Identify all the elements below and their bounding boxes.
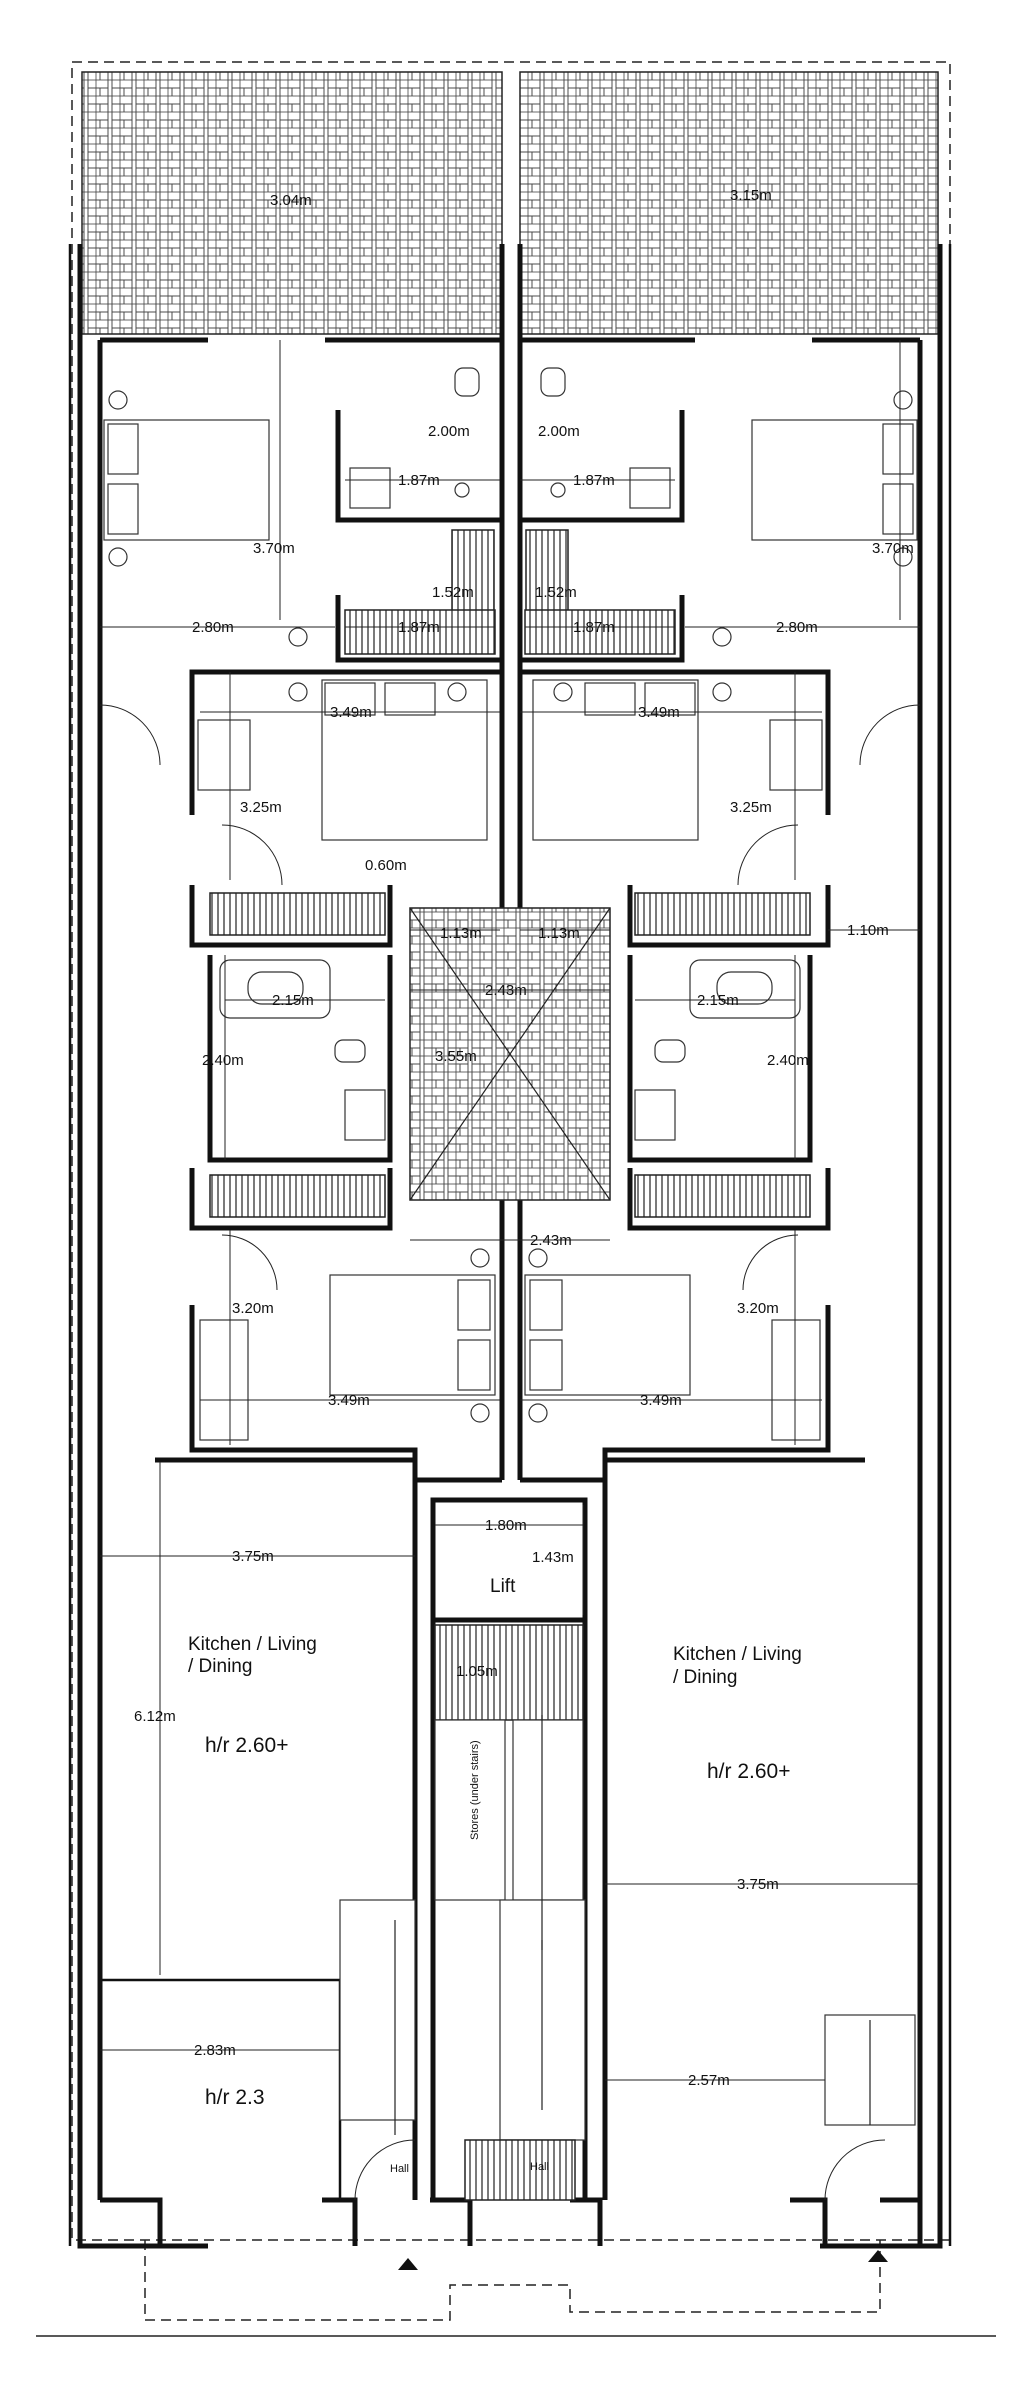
- left-hall-label: Hall: [390, 2163, 409, 2175]
- light-shaft: [409, 907, 611, 1201]
- wardrobe-low-right: [634, 1174, 811, 1218]
- lift-shaft: [430, 1497, 588, 1623]
- stair-left-unit: [339, 1899, 416, 2135]
- ensuite-left-width: 2.00m: [428, 423, 470, 440]
- left-kitchen-label-1: Kitchen / Living: [188, 1634, 317, 1655]
- left-unit-width: 3.75m: [232, 1548, 274, 1565]
- main-bedroom-left-depth: 3.25m: [240, 799, 282, 816]
- right-unit-width: 3.75m: [737, 1876, 779, 1893]
- back-bedroom-left-width: 2.80m: [192, 619, 234, 636]
- bed-back-left: [103, 390, 270, 567]
- outer-walls: [68, 244, 952, 2249]
- left-kitchen-label-2: / Dining: [188, 1656, 252, 1677]
- front-bedroom-right-depth: 3.20m: [737, 1300, 779, 1317]
- wardrobe-upper-left-width: 1.87m: [398, 619, 440, 636]
- front-bedroom-left-width: 3.49m: [328, 1392, 370, 1409]
- wardrobe-mid-right: [634, 892, 811, 936]
- shaft-width-bottom: 2.43m: [530, 1232, 572, 1249]
- ensuite-left-inner: 1.87m: [398, 472, 440, 489]
- shaft-right-small: 1.13m: [538, 925, 580, 942]
- terrace-right: [519, 71, 939, 335]
- main-bedroom-right-depth: 3.25m: [730, 799, 772, 816]
- dimension-lines: [100, 340, 920, 2081]
- lift-width: 1.80m: [485, 1517, 527, 1534]
- lift-label: Lift: [490, 1576, 516, 1597]
- right-unit-wall: [602, 1457, 865, 2200]
- bedroom-gap: 0.60m: [365, 857, 407, 874]
- bathroom-right-depth: 2.40m: [767, 1052, 809, 1069]
- back-bedroom-right-width: 2.80m: [776, 619, 818, 636]
- main-bedroom-left-wall: [189, 669, 502, 815]
- main-bedroom-right-wall: [520, 669, 831, 815]
- stair-width: 1.05m: [456, 1663, 498, 1680]
- terrace-left-width: 3.04m: [270, 192, 312, 209]
- stair-hall-label: Hall: [530, 2161, 549, 2173]
- entrance-arrow-right: [868, 2250, 888, 2262]
- front-bedroom-right-wall: [520, 1305, 831, 1483]
- front-boundary-dashed: [144, 2240, 881, 2321]
- wardrobe-upper-right-width: 1.87m: [573, 619, 615, 636]
- wardrobe-low-left: [209, 1174, 386, 1218]
- bathroom-left: [207, 955, 393, 1163]
- stairwell: [430, 1620, 588, 2201]
- light-back-right: [712, 627, 732, 647]
- terrace-right-width: 3.15m: [730, 187, 772, 204]
- stair-right-unit: [824, 2014, 916, 2126]
- back-bedroom-left-depth: 3.70m: [253, 540, 295, 557]
- wardrobe-upper-right-depth: 1.52m: [535, 584, 577, 601]
- bed-main-left: [288, 679, 488, 841]
- ensuite-right: [520, 367, 685, 523]
- entrance-arrow-left: [398, 2258, 418, 2270]
- front-bedroom-left-depth: 3.20m: [232, 1300, 274, 1317]
- shaft-depth: 3.55m: [435, 1048, 477, 1065]
- left-front-width: 2.83m: [194, 2042, 236, 2059]
- light-back-left: [288, 627, 308, 647]
- bathroom-left-depth: 2.40m: [202, 1052, 244, 1069]
- shaft-width-top: 2.43m: [485, 982, 527, 999]
- main-bedroom-right-width: 3.49m: [638, 704, 680, 721]
- bathroom-right-width: 2.15m: [697, 992, 739, 1009]
- door-swing-right: [859, 704, 921, 766]
- door-swing-left: [99, 704, 161, 766]
- right-headroom: h/r 2.60+: [707, 1760, 790, 1783]
- left-front-headroom: h/r 2.3: [205, 2086, 265, 2109]
- right-front-width: 2.57m: [688, 2072, 730, 2089]
- right-kitchen-label-1: Kitchen / Living: [673, 1644, 802, 1665]
- bathroom-right: [627, 955, 813, 1163]
- shaft-left-small: 1.13m: [440, 925, 482, 942]
- lift-depth: 1.43m: [532, 1549, 574, 1566]
- wardrobe-upper-left-depth: 1.52m: [432, 584, 474, 601]
- ensuite-right-width: 2.00m: [538, 423, 580, 440]
- front-bedroom-left-wall: [189, 1305, 502, 1483]
- wardrobe-walk-right: [524, 609, 676, 655]
- bathroom-left-width: 2.15m: [272, 992, 314, 1009]
- wardrobe-upper-right: [525, 529, 569, 621]
- terrace-left: [81, 71, 503, 335]
- wardrobe-walk-left: [344, 609, 496, 655]
- stores-label: Stores (under stairs): [469, 1740, 481, 1840]
- left-unit-depth: 6.12m: [134, 1708, 176, 1725]
- bed-front-right: [524, 1248, 691, 1423]
- left-headroom: h/r 2.60+: [205, 1734, 288, 1757]
- shaft-side: 1.10m: [847, 922, 889, 939]
- bed-back-right: [751, 390, 918, 567]
- wardrobe-mid-left: [209, 892, 386, 936]
- front-bedroom-right-width: 3.49m: [640, 1392, 682, 1409]
- ensuite-right-inner: 1.87m: [573, 472, 615, 489]
- right-kitchen-label-2: / Dining: [673, 1667, 737, 1688]
- back-bedroom-right-depth: 3.70m: [872, 540, 914, 557]
- property-boundary: [71, 61, 951, 2241]
- bed-front-left: [329, 1248, 496, 1423]
- wardrobe-upper-left: [451, 529, 495, 621]
- main-bedroom-left-width: 3.49m: [330, 704, 372, 721]
- ensuite-left: [335, 367, 502, 523]
- bed-main-right: [532, 679, 732, 841]
